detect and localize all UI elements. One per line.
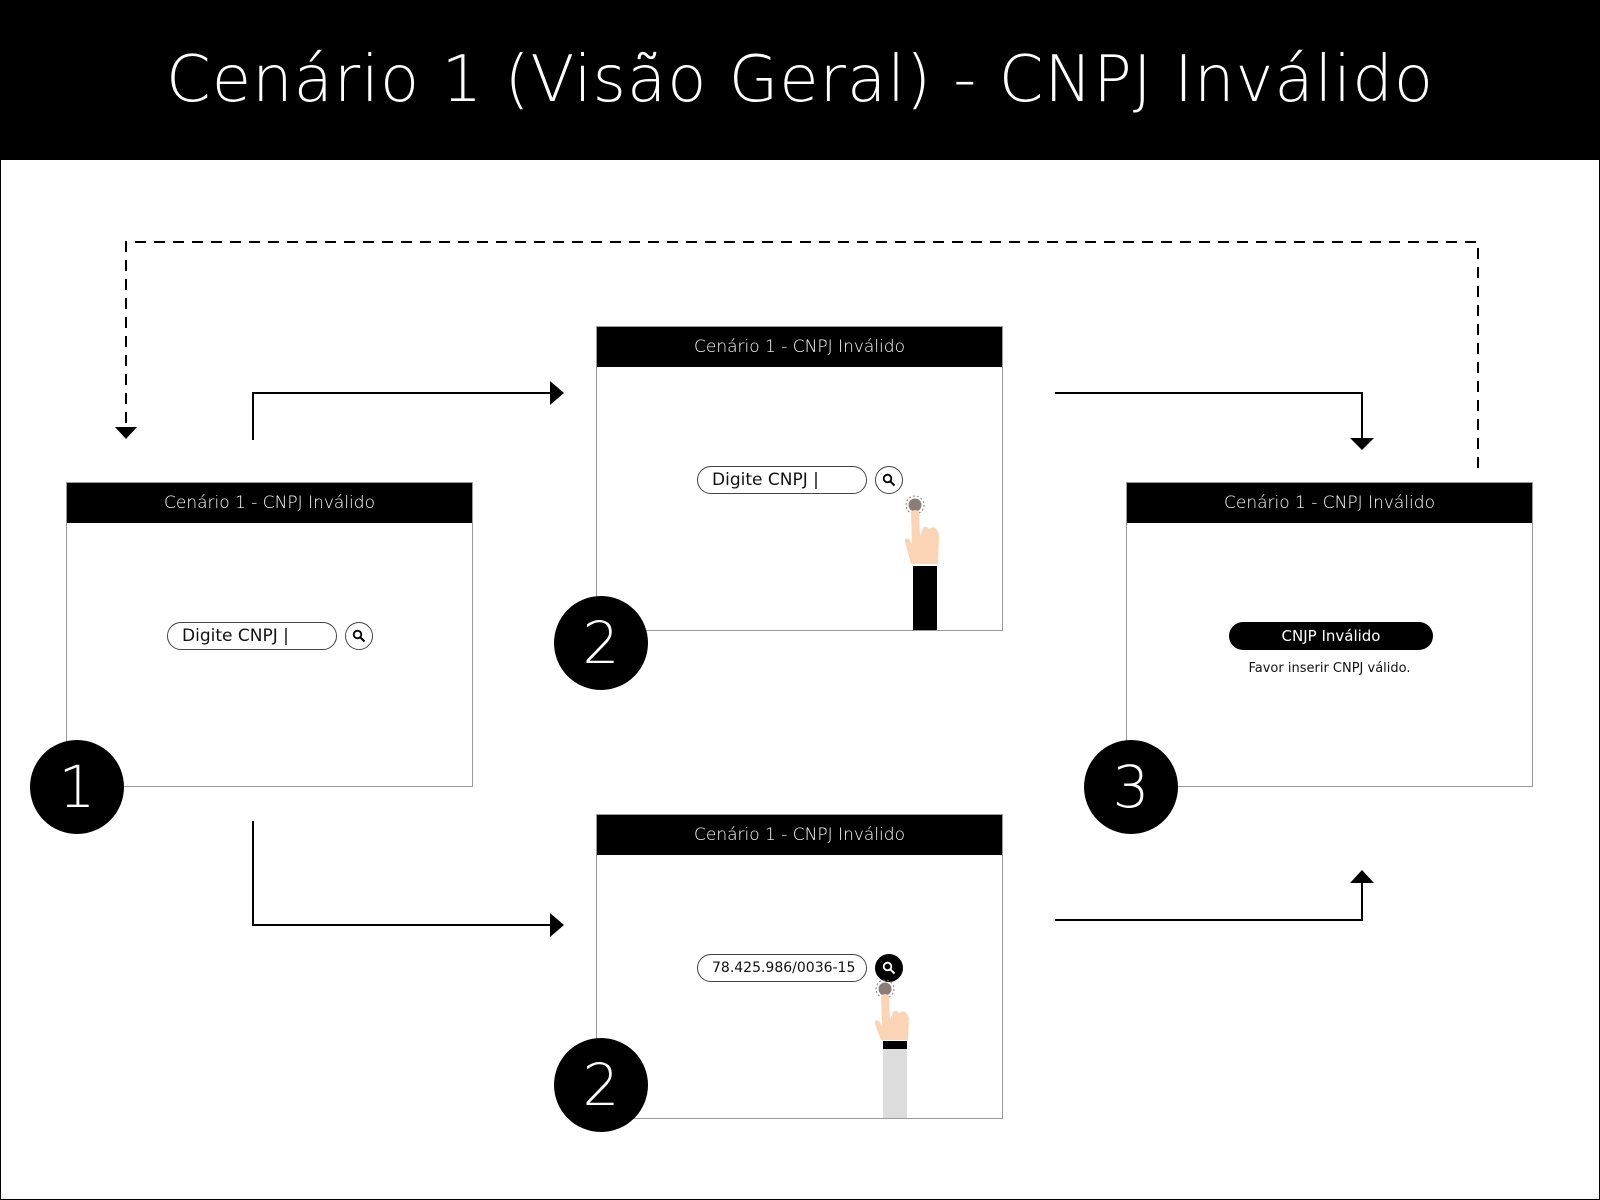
connector-2-bottom-to-3 (1055, 880, 1363, 921)
arrowhead-to-3-bottom (1350, 870, 1374, 883)
cnpj-input[interactable]: 78.425.986/0036-15 (697, 954, 867, 982)
step-badge-2-bottom: 2 (554, 1038, 648, 1132)
search-button[interactable] (875, 954, 903, 982)
loop-back-connector (125, 241, 1479, 468)
connector-1-to-2-top (252, 392, 550, 440)
step-badge-2-top: 2 (554, 596, 648, 690)
cnpj-input[interactable]: Digite CNPJ | (167, 622, 337, 650)
error-title: CNJP Inválido (1229, 622, 1433, 650)
page-title: Cenário 1 (Visão Geral) - CNPJ Inválido (166, 43, 1434, 117)
screen-step-2-empty: Cenário 1 - CNPJ Inválido Digite CNPJ | (596, 326, 1003, 631)
screen-step-3: Cenário 1 - CNPJ Inválido CNJP Inválido … (1126, 482, 1533, 787)
connector-1-to-2-bottom (252, 821, 550, 926)
error-message: Favor inserir CNPJ válido. (1248, 661, 1411, 676)
search-icon (882, 961, 896, 975)
pointing-hand-icon (904, 495, 939, 630)
page-header: Cenário 1 (Visão Geral) - CNPJ Inválido (0, 0, 1600, 160)
screen-title-bar: Cenário 1 - CNPJ Inválido (67, 483, 472, 523)
screen-title-bar: Cenário 1 - CNPJ Inválido (1127, 483, 1532, 523)
search-group: Digite CNPJ | (697, 466, 903, 494)
search-icon (882, 473, 896, 487)
loop-back-arrowhead (115, 427, 137, 439)
cnpj-input[interactable]: Digite CNPJ | (697, 466, 867, 494)
connector-2-top-to-3 (1055, 392, 1363, 438)
search-button[interactable] (875, 466, 903, 494)
search-group: 78.425.986/0036-15 (697, 954, 903, 982)
search-button[interactable] (345, 622, 373, 650)
screen-step-1: Cenário 1 - CNPJ Inválido Digite CNPJ | (66, 482, 473, 787)
screen-title-bar: Cenário 1 - CNPJ Inválido (597, 815, 1002, 855)
screen-title-bar: Cenário 1 - CNPJ Inválido (597, 327, 1002, 367)
arrowhead-to-3-top (1350, 438, 1374, 450)
search-group: Digite CNPJ | (167, 622, 373, 650)
search-icon (352, 629, 366, 643)
step-badge-3: 3 (1084, 740, 1178, 834)
arrowhead-to-2-top (550, 381, 564, 405)
arrowhead-to-2-bottom (550, 913, 564, 937)
screen-step-2-filled: Cenário 1 - CNPJ Inválido 78.425.986/003… (596, 814, 1003, 1119)
pointing-hand-icon (874, 979, 909, 1118)
step-badge-1: 1 (30, 740, 124, 834)
